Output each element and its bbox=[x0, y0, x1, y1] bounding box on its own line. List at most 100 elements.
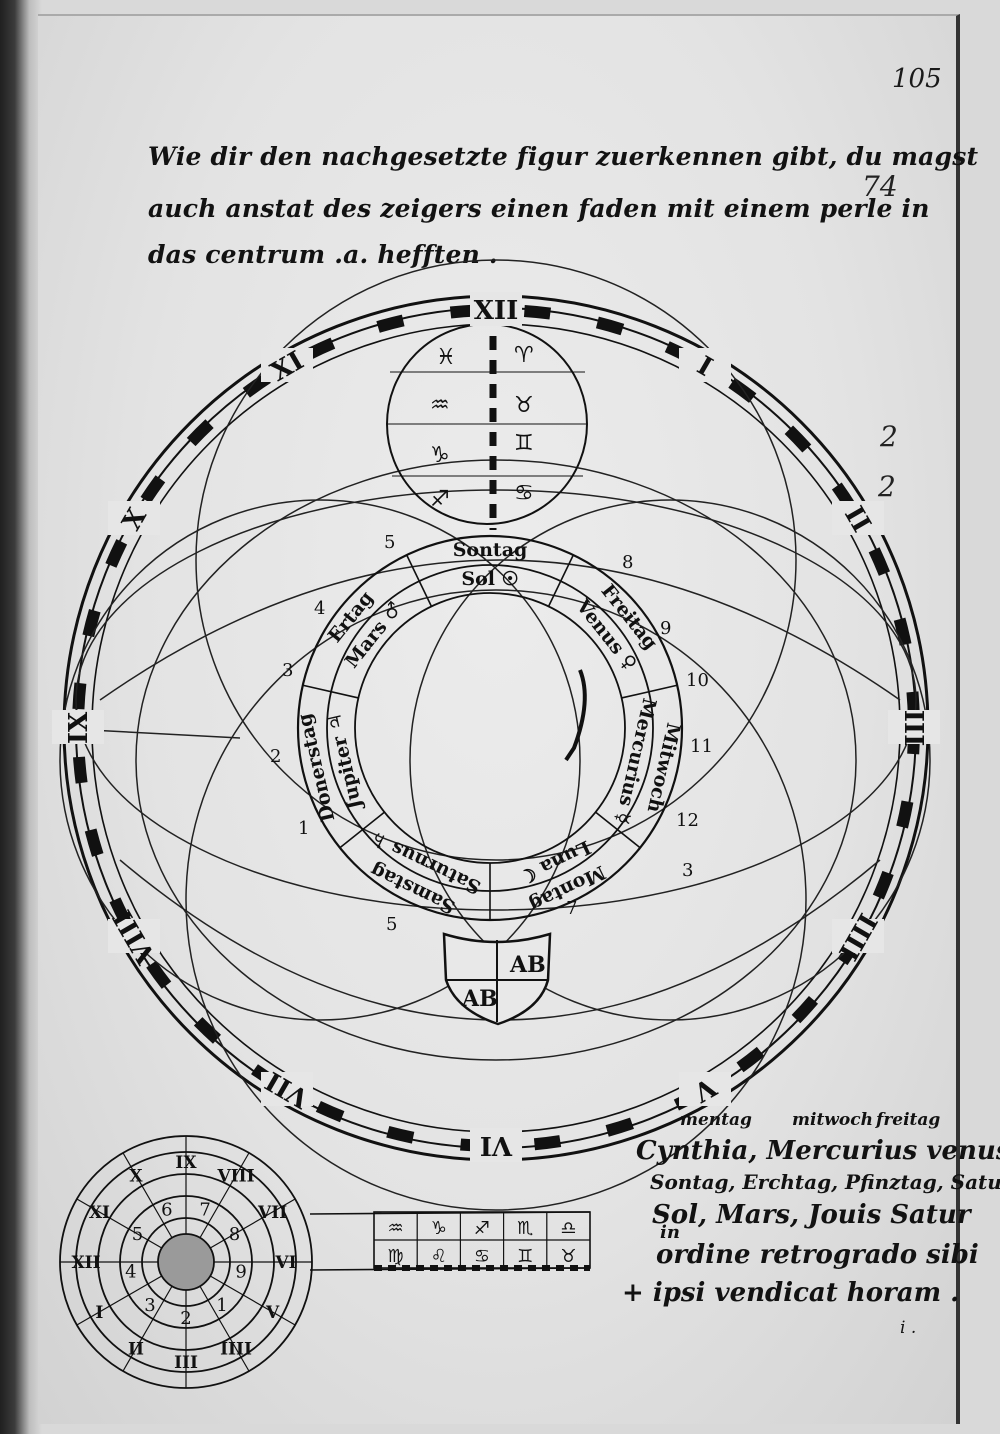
sign-table-cell-1: ♒ bbox=[388, 1218, 404, 1239]
day-name-1: Sontag bbox=[453, 539, 528, 561]
sign-table-cell-4: ♏ bbox=[517, 1218, 533, 1239]
small-dial-spoke bbox=[209, 1275, 296, 1326]
hour-numeral-bg bbox=[888, 710, 940, 744]
note-line-6: + ipsi vendicat horam . bbox=[622, 1278, 960, 1308]
zodiac-sign-3: ♑ bbox=[430, 443, 450, 468]
small-dial-numeral-7: VI bbox=[274, 1253, 296, 1273]
binding-gutter bbox=[0, 0, 42, 1434]
hour-numeral-bg bbox=[679, 1071, 731, 1106]
small-dial-numeral-5: VIII bbox=[216, 1166, 254, 1186]
sign-table-cells: ♒♑♐♏♎♍♌♋♊♉ bbox=[388, 1212, 576, 1268]
small-dial-numeral-8: V bbox=[265, 1303, 280, 1323]
ring-number-4: 10 bbox=[686, 670, 709, 691]
small-dial-numeral-3: X bbox=[129, 1166, 143, 1186]
small-dial-numeral-11: II bbox=[128, 1340, 144, 1360]
day-ring-divider bbox=[302, 684, 359, 699]
zodiac-sign-1: ♓ bbox=[436, 345, 456, 370]
small-dial-number-2: 7 bbox=[199, 1199, 210, 1220]
manuscript-leaf bbox=[38, 14, 960, 1424]
small-dial-spoke bbox=[199, 1152, 250, 1239]
heading-line-1: Wie dir den nachgesetzte figur zuerkenne… bbox=[148, 142, 979, 171]
small-dial-spoke bbox=[122, 1152, 173, 1239]
ring-number-13: 5 bbox=[386, 914, 397, 935]
construction-arcs bbox=[59, 259, 931, 1211]
ring-number-8: 7 bbox=[566, 898, 577, 919]
ring-number-9: 1 bbox=[298, 818, 309, 839]
small-dial-numeral-1: XII bbox=[71, 1253, 100, 1273]
small-dial-spoke bbox=[199, 1285, 250, 1372]
heading-margin-number: 74 bbox=[862, 170, 898, 203]
day-ring-divider bbox=[339, 811, 385, 849]
sign-table-cell-3: ♐ bbox=[474, 1218, 490, 1239]
zodiac-sign-2: ♒ bbox=[430, 393, 450, 418]
hour-numeral-1: XII bbox=[474, 296, 519, 326]
zodiac-sign-8: ♋ bbox=[514, 481, 534, 506]
ring-number-11: 3 bbox=[282, 660, 293, 681]
small-dial-numeral-9: IIII bbox=[220, 1340, 252, 1360]
small-dial-inner-numbers: 6 78 91 2 34 5 bbox=[125, 1199, 247, 1329]
note-line-1: Cynthia, Mercurius venus bbox=[636, 1136, 1000, 1166]
hour-numeral-4: III bbox=[898, 710, 928, 747]
heading-line-2: auch anstat des zeigers einen faden mit … bbox=[148, 194, 930, 223]
sign-table-cell-2: ♑ bbox=[431, 1218, 447, 1239]
hour-numeral-bg bbox=[108, 919, 161, 953]
dial-pointer bbox=[564, 669, 587, 762]
note-line-4: in bbox=[660, 1222, 680, 1243]
small-dial-number-6: 2 bbox=[180, 1308, 191, 1329]
sign-table-cell-7: ♌ bbox=[431, 1246, 447, 1267]
small-dial-number-8: 4 bbox=[125, 1262, 136, 1283]
hour-numeral-bg bbox=[831, 919, 884, 953]
ring-number-1: 5 bbox=[384, 532, 395, 553]
ring-number-7: 3 bbox=[682, 860, 693, 881]
note-small-3: freitag bbox=[876, 1110, 941, 1130]
sign-table-cell-10: ♉ bbox=[560, 1246, 576, 1267]
hour-numeral-10: IX bbox=[64, 711, 94, 744]
ring-number-12: 4 bbox=[314, 598, 325, 619]
sign-table-cell-9: ♊ bbox=[517, 1246, 533, 1267]
small-dial-numeral-2: XI bbox=[89, 1203, 110, 1223]
small-dial-number-1: 6 bbox=[161, 1199, 172, 1220]
small-dial-spoke bbox=[122, 1285, 173, 1372]
hour-numeral-bg bbox=[679, 348, 731, 383]
small-dial-numeral-10: III bbox=[174, 1353, 198, 1373]
note-line-5: ordine retrogrado sibi bbox=[656, 1240, 979, 1270]
day-ring-divider bbox=[595, 811, 641, 849]
note-small-1: mentag bbox=[680, 1110, 752, 1130]
hour-numeral-bg bbox=[108, 501, 161, 535]
small-dial-number-7: 3 bbox=[144, 1295, 155, 1316]
margin-mark-2: 2 bbox=[878, 470, 896, 503]
sign-table-cell-8: ♋ bbox=[474, 1246, 490, 1267]
shield-monogram-1: AB bbox=[509, 952, 546, 978]
small-dial-numeral-6: VII bbox=[257, 1203, 287, 1223]
ring-number-6: 12 bbox=[676, 810, 699, 831]
shield-monogram-2: AB bbox=[461, 986, 498, 1012]
ring-number-2: 8 bbox=[622, 552, 633, 573]
day-ring-divider bbox=[405, 554, 433, 607]
zodiac-sign-5: ♈ bbox=[514, 343, 534, 368]
footer-mark: i . bbox=[900, 1318, 917, 1338]
note-small-2: mitwoch bbox=[792, 1110, 873, 1130]
planet-name-1: Sol ☉ bbox=[461, 568, 518, 590]
small-dial-numeral-12: I bbox=[95, 1303, 103, 1323]
small-dial-number-4: 9 bbox=[235, 1262, 246, 1283]
small-dial-number-3: 8 bbox=[229, 1224, 240, 1245]
small-dial-number-5: 1 bbox=[216, 1295, 227, 1316]
hour-numeral-bg bbox=[470, 1128, 522, 1162]
small-dial-number-9: 5 bbox=[132, 1224, 143, 1245]
note-line-3: Sol, Mars, Jouis Satur bbox=[652, 1200, 971, 1230]
coat-of-arms-shield: AB AB bbox=[442, 932, 552, 1026]
sign-table-cell-5: ♎ bbox=[560, 1218, 576, 1239]
zodiac-sign-6: ♉ bbox=[514, 393, 534, 418]
note-line-2: Sontag, Erchtag, Pfinztag, Satur bbox=[650, 1170, 1000, 1194]
hour-numeral-bg bbox=[52, 710, 104, 744]
ring-number-10: 2 bbox=[270, 746, 281, 767]
ring-number-5: 11 bbox=[690, 736, 713, 757]
hour-numeral-bg bbox=[261, 1071, 313, 1106]
zodiac-sign-4: ♐ bbox=[430, 487, 450, 512]
small-dial-spoke bbox=[209, 1198, 296, 1249]
day-ring-numbers: 5 8 9 10 11 12 3 7 1 2 3 4 5 bbox=[270, 532, 713, 935]
